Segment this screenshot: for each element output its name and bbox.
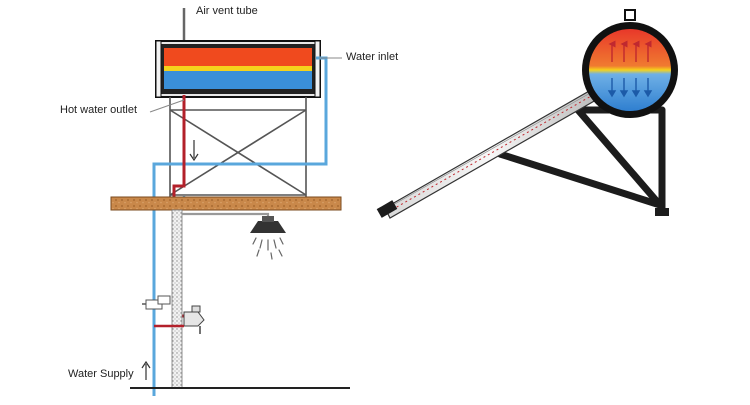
- collector-panel: [384, 89, 597, 219]
- water-divider: [164, 66, 312, 71]
- collector-base-bar: [376, 200, 398, 218]
- label-water-supply: Water Supply: [68, 368, 134, 380]
- floor-slab: [110, 196, 342, 211]
- label-water-inlet: Water inlet: [346, 51, 399, 63]
- label-hot-water-outlet: Hot water outlet: [60, 104, 138, 116]
- shower-head-icon: [250, 216, 286, 260]
- label-leader-hot-water-outlet: [149, 99, 185, 113]
- faucet-icon: [183, 305, 205, 334]
- shower-pipe: [182, 212, 270, 220]
- collector-stand: [496, 106, 666, 216]
- collector-tank: [582, 9, 678, 118]
- valve-icon: [142, 295, 171, 310]
- cold-water-zone: [164, 71, 312, 89]
- tank-stand: [169, 97, 307, 198]
- flow-arrow-icon: [189, 140, 199, 162]
- water-supply-arrow-icon: [141, 360, 151, 380]
- stand-foot-right: [655, 208, 669, 216]
- label-air-vent-tube: Air vent tube: [196, 5, 258, 17]
- hot-water-zone: [164, 48, 312, 66]
- wall: [171, 209, 183, 389]
- storage-tank: [155, 40, 321, 98]
